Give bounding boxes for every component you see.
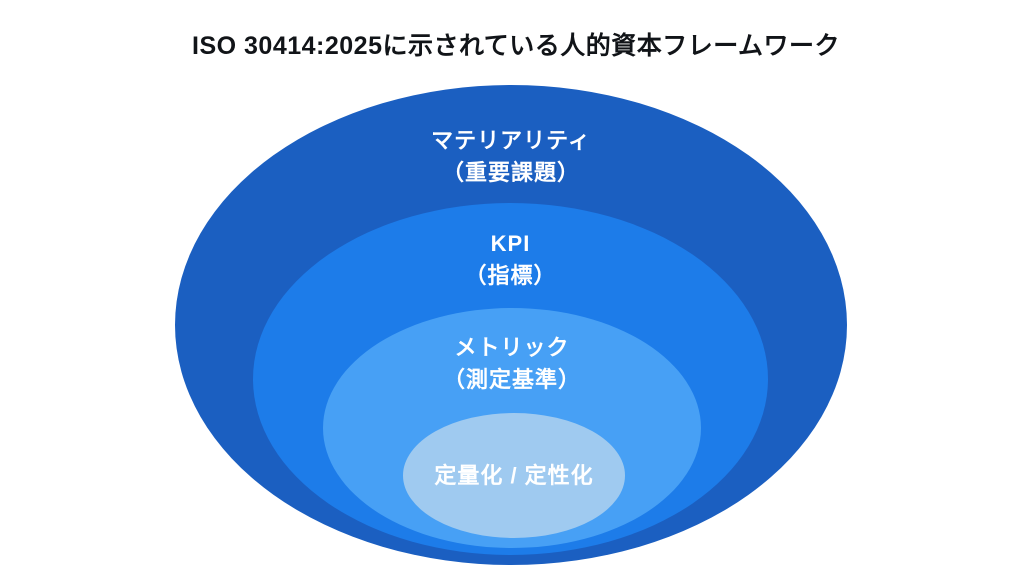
- label-quantification-line1: 定量化 / 定性化: [434, 462, 594, 488]
- label-metrics-line1: メトリック: [454, 335, 570, 360]
- label-kpi-line1: KPI: [490, 231, 531, 256]
- label-kpi: KPI （指標）: [253, 228, 768, 292]
- label-materiality: マテリアリティ （重要課題）: [175, 125, 847, 189]
- label-materiality-line1: マテリアリティ: [431, 128, 591, 153]
- label-materiality-line2: （重要課題）: [441, 160, 580, 185]
- label-kpi-line2: （指標）: [464, 263, 557, 288]
- label-quantification: 定量化 / 定性化: [403, 460, 625, 492]
- diagram-title: ISO 30414:2025に示されている人的資本フレームワーク: [192, 32, 840, 60]
- label-metrics: メトリック （測定基準）: [323, 332, 701, 396]
- label-metrics-line2: （測定基準）: [442, 367, 581, 392]
- ellipse-quantification: 定量化 / 定性化: [403, 413, 625, 538]
